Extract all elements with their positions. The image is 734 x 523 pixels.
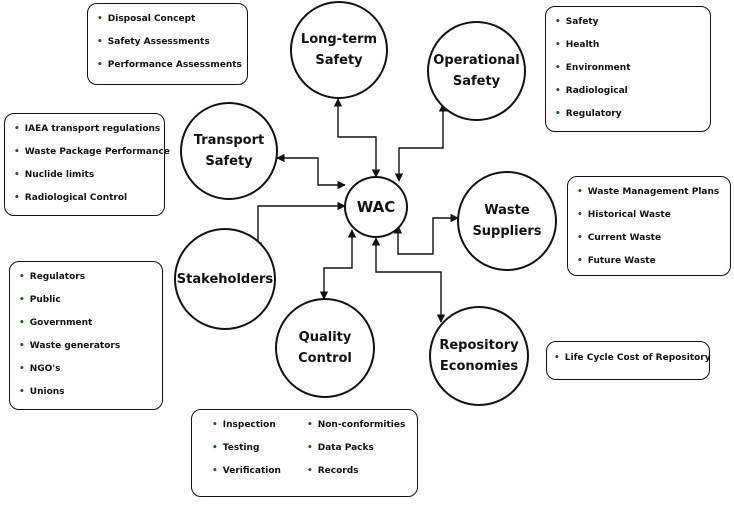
operational-safety-node: Operational Safety [427, 21, 526, 121]
transport-safety-node: Transport Safety [180, 102, 278, 200]
quality-control-list-right: •Non-conformities •Data Packs •Records [307, 414, 405, 483]
list-item: •Disposal Concept [97, 14, 196, 24]
list-item: •Regulators [19, 272, 86, 282]
connector-long-term-safety [333, 98, 381, 178]
list-item: •Regulatory [555, 109, 622, 119]
list-item: •Government [19, 318, 93, 328]
repository-economies-label: Repository Economies [439, 338, 519, 374]
list-item: •Data Packs [306, 443, 374, 453]
quality-control-label: Quality Control [298, 330, 352, 366]
connector-waste-suppliers [393, 213, 459, 255]
operational-safety-label: Operational Safety [433, 53, 520, 89]
list-item: •Waste generators [19, 341, 121, 351]
stakeholders-node: Stakeholders [174, 228, 276, 330]
list-item: •Non-conformities [306, 420, 406, 430]
list-item: •Testing [212, 443, 260, 453]
stakeholders-label: Stakeholders [176, 271, 274, 287]
list-item: •Unions [19, 387, 65, 397]
wac-label: WAC [356, 197, 396, 216]
waste-suppliers-label: Waste Suppliers [472, 203, 542, 239]
transport-safety-details: •IAEA transport regulations •Waste Packa… [4, 113, 170, 216]
connector-quality-control [319, 229, 357, 300]
repository-economies-details: •Life Cycle Cost of Repository [546, 341, 711, 380]
list-item: •Current Waste [577, 233, 662, 243]
list-item: •IAEA transport regulations [14, 124, 161, 134]
list-item: •Public [19, 295, 61, 305]
long-term-safety-node: Long-term Safety [290, 1, 388, 99]
list-item: •Records [306, 466, 359, 476]
waste-suppliers-details: •Waste Management Plans •Historical Wast… [567, 176, 731, 276]
list-item: •Inspection [212, 420, 276, 430]
wac-node: WAC [344, 176, 408, 238]
connector-transport-safety [276, 153, 346, 190]
long-term-safety-label: Long-term Safety [300, 32, 378, 68]
list-item: •Safety Assessments [97, 37, 210, 47]
list-item: •Environment [555, 63, 631, 73]
operational-safety-details: •Safety •Health •Environment •Radiologic… [545, 6, 711, 132]
waste-suppliers-node: Waste Suppliers [457, 171, 557, 271]
list-item: •Waste Management Plans [577, 187, 720, 197]
stakeholders-details: •Regulators •Public •Government •Waste g… [9, 261, 163, 410]
connector-stakeholders [253, 201, 346, 251]
list-item: •Life Cycle Cost of Repository [554, 353, 711, 363]
list-item: •Historical Waste [577, 210, 671, 220]
list-item: •Future Waste [577, 256, 656, 266]
list-item: •NGO's [19, 364, 61, 374]
transport-safety-label: Transport Safety [193, 133, 265, 169]
list-item: •Performance Assessments [97, 60, 242, 70]
quality-control-node: Quality Control [275, 298, 375, 398]
list-item: •Health [555, 40, 600, 50]
list-item: •Radiological [555, 86, 628, 96]
repository-economies-node: Repository Economies [429, 306, 529, 406]
list-item: •Safety [555, 17, 599, 27]
connector-repository-economies [371, 237, 446, 323]
list-item: •Verification [212, 466, 281, 476]
list-item: •Nuclide limits [14, 170, 95, 180]
list-item: •Waste Package Performance [14, 147, 170, 157]
long-term-safety-details: •Disposal Concept •Safety Assessments •P… [87, 3, 248, 85]
connector-operational-safety [394, 103, 448, 182]
quality-control-details: •Inspection •Testing •Verification •Non-… [191, 409, 418, 497]
quality-control-list-left: •Inspection •Testing •Verification [212, 414, 281, 483]
list-item: •Radiological Control [14, 193, 128, 203]
